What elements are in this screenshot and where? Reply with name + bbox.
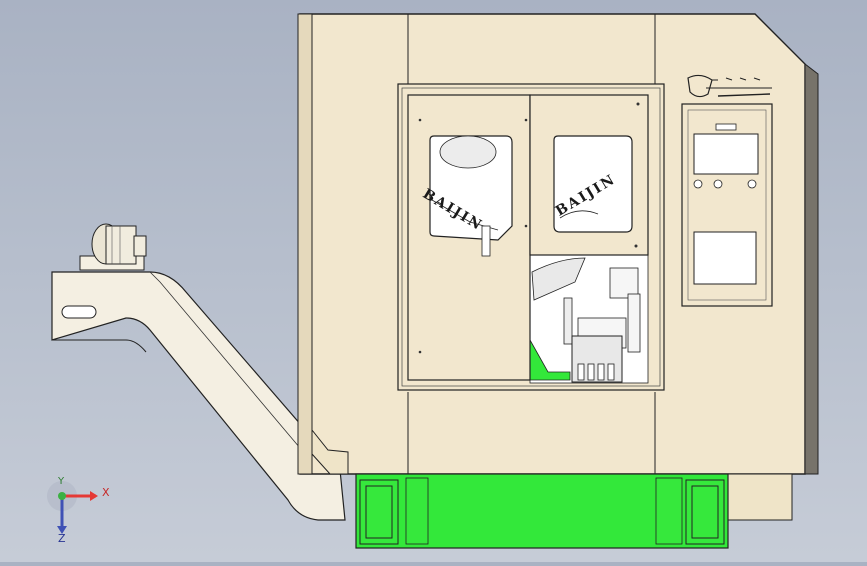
panel-knob	[693, 179, 703, 189]
control-screen	[693, 133, 759, 175]
z-axis-label: Z	[58, 532, 66, 545]
tool-holder	[571, 335, 623, 383]
brand-logo	[687, 74, 772, 98]
conveyor-slot	[61, 305, 97, 319]
right-door	[529, 94, 649, 256]
right-door-window	[553, 135, 633, 233]
left-door	[407, 94, 531, 381]
side-panel	[804, 62, 819, 475]
spindle-chuck	[531, 257, 586, 301]
panel-knob	[713, 179, 723, 189]
x-axis-label: X	[102, 486, 110, 499]
conveyor-motor	[79, 223, 147, 271]
control-panel	[681, 103, 773, 307]
coordinate-triad: X Y Z	[40, 476, 120, 550]
triad-graphic	[47, 481, 98, 534]
panel-knob	[747, 179, 757, 189]
y-axis-label: Y	[58, 476, 65, 487]
machine-base	[355, 473, 729, 549]
